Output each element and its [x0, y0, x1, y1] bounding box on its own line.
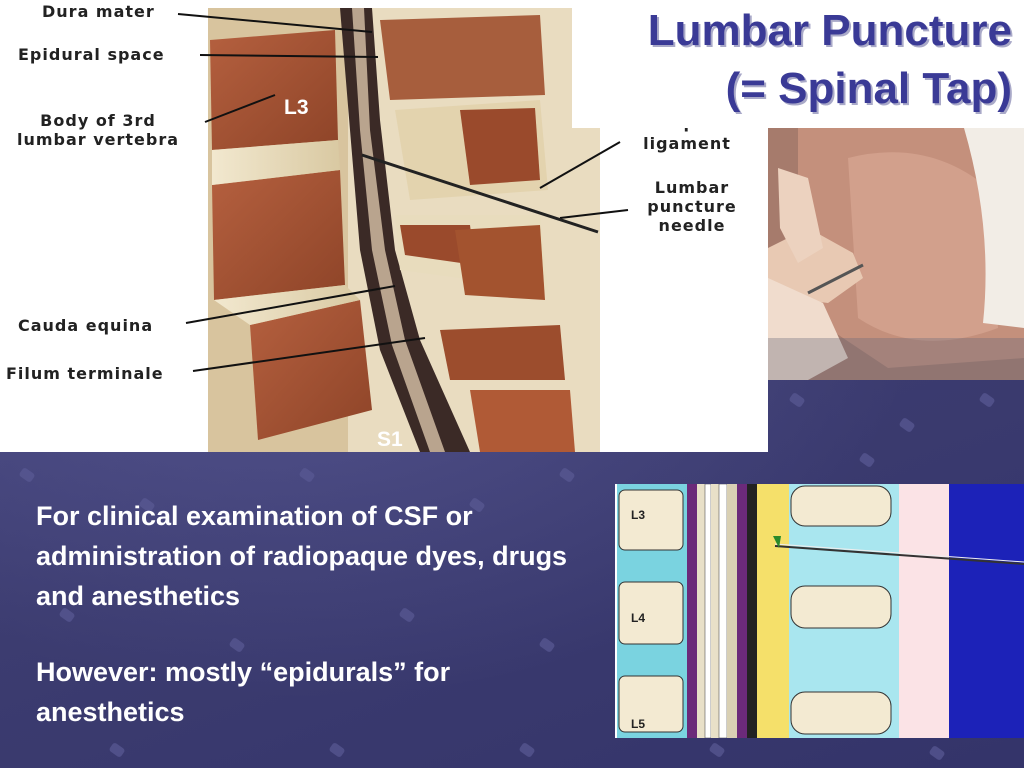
epidural-schematic: L3 L4 L5 — [615, 484, 1024, 738]
label-body-l3: Body of 3rd lumbar vertebra — [8, 111, 188, 149]
label-body-line2: lumbar vertebra — [16, 130, 180, 149]
label-ligament: ligament — [643, 134, 731, 153]
diagram-label-l5: L5 — [631, 717, 645, 731]
slide-title-line2: (= Spinal Tap) — [725, 64, 1012, 113]
title-area: Lumbar Puncture (= Spinal Tap) — [572, 0, 1024, 128]
label-lumbar-puncture-needle: Lumbar puncture needle — [622, 178, 762, 235]
label-needle-line2: puncture — [647, 197, 737, 216]
label-cauda-equina: Cauda equina — [18, 316, 154, 335]
epidural-schematic-illustration: L3 L4 L5 — [615, 484, 1024, 738]
spine-section-illustration — [177, 8, 629, 452]
diagram-label-l3: L3 — [631, 508, 645, 522]
tag-s1: S1 — [377, 428, 403, 451]
tag-l3: L3 — [284, 96, 309, 119]
patient-photo — [768, 128, 1024, 380]
label-filum-terminale: Filum terminale — [6, 364, 164, 383]
body-paragraph-1: For clinical examination of CSF or admin… — [36, 501, 568, 611]
body-paragraph-2: However: mostly “epidurals” for anesthet… — [36, 657, 451, 727]
label-epidural-space: Epidural space — [18, 45, 165, 64]
label-body-line1: Body of 3rd — [40, 111, 156, 130]
diagram-label-l4: L4 — [631, 611, 645, 625]
label-needle-line3: needle — [658, 216, 726, 235]
label-needle-line1: Lumbar — [654, 178, 730, 197]
label-dura-mater: Dura mater — [42, 2, 155, 21]
patient-photo-illustration — [768, 128, 1024, 380]
slide-title-line1: Lumbar Puncture — [647, 6, 1012, 55]
